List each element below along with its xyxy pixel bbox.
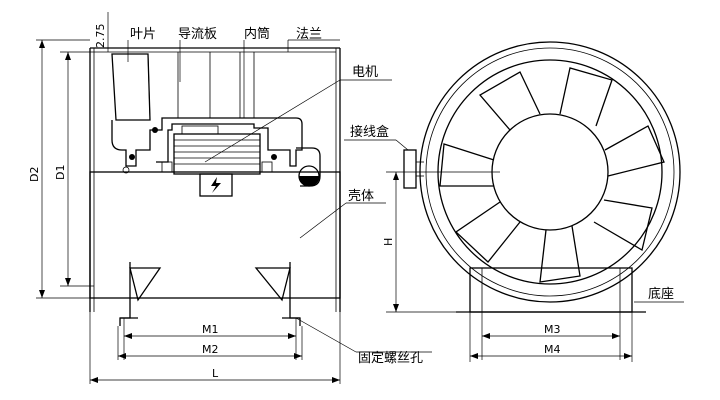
- blade-shape: [111, 53, 151, 121]
- l-arrow-right: [332, 377, 340, 383]
- dim-l: L: [212, 367, 219, 380]
- m3-arrow-right: [612, 333, 620, 339]
- electric-box: [199, 173, 233, 197]
- blade-3: [604, 125, 665, 177]
- m2-arrow-left: [118, 353, 126, 359]
- bolt-marker-1: [152, 127, 158, 133]
- blade-7: [439, 143, 495, 187]
- bell-fill: [299, 176, 319, 186]
- support-right-triangle: [254, 267, 291, 302]
- label-blade: 叶片: [130, 27, 156, 42]
- casing-body: [89, 171, 341, 299]
- dim-m4: M4: [544, 343, 561, 356]
- l-arrow-left: [90, 377, 98, 383]
- blades: [439, 67, 665, 283]
- support-left-triangle: [129, 267, 162, 302]
- blade-2: [559, 67, 613, 127]
- d2-arrow-top: [39, 40, 45, 48]
- support-left-post: [119, 262, 131, 326]
- side-view: [36, 12, 432, 384]
- dim-m2: M2: [202, 343, 219, 356]
- dim-m3: M3: [544, 323, 561, 336]
- inner-tube-outline: [111, 117, 303, 167]
- dim-d1: D1: [54, 165, 67, 180]
- d1-arrow-top: [65, 52, 71, 60]
- m1-arrow-right: [288, 333, 296, 339]
- blade-edge: [147, 53, 151, 121]
- label-flange: 法兰: [296, 27, 322, 42]
- label-fixing-holes: 固定螺丝孔: [358, 351, 423, 366]
- blade-5: [539, 225, 581, 283]
- junction-leader-diag: [395, 139, 409, 151]
- d1-arrow-bottom: [65, 278, 71, 286]
- motor-top-box: [181, 125, 219, 135]
- dim-d2: D2: [28, 167, 41, 182]
- m1-arrow-left: [124, 333, 132, 339]
- h-arrow-top: [393, 172, 399, 180]
- label-guide-vane: 导流板: [178, 27, 217, 42]
- h-arrow-bottom: [393, 304, 399, 312]
- m2-arrow-right: [294, 353, 302, 359]
- support-right-post: [289, 262, 301, 326]
- dim-flange-thickness: 2.75: [94, 24, 107, 49]
- m4-arrow-right: [624, 353, 632, 359]
- casing-leader-diag: [299, 202, 347, 239]
- m4-arrow-left: [470, 353, 478, 359]
- label-inner-tube: 内筒: [244, 26, 270, 42]
- label-casing: 壳体: [348, 189, 374, 204]
- label-base: 底座: [648, 286, 674, 302]
- blade-4: [593, 199, 653, 252]
- hub-circle: [491, 113, 609, 231]
- blade-1: [478, 71, 541, 131]
- lightning-icon: [211, 177, 221, 193]
- front-view: [344, 41, 684, 362]
- labels: 叶片 导流板 内筒 法兰 电机 壳体 固定螺丝孔 接线盒 底座 2.75 D2 …: [28, 24, 674, 381]
- label-junction-box: 接线盒: [350, 124, 389, 140]
- motor-foot-right: [261, 161, 273, 173]
- dim-m1: M1: [202, 323, 219, 336]
- motor-leader-diag: [204, 79, 341, 163]
- dim-h: H: [382, 238, 395, 246]
- bolt-marker-4: [122, 166, 130, 174]
- label-motor: 电机: [352, 65, 378, 80]
- bolt-marker-3: [271, 154, 277, 160]
- junction-box: [403, 149, 417, 189]
- motor-foot-left: [161, 161, 173, 173]
- holes-leader-diag: [295, 317, 357, 353]
- blade-6: [454, 201, 521, 263]
- m3-arrow-left: [482, 333, 490, 339]
- bolt-marker-2: [129, 154, 135, 160]
- inner-tube-bell: [296, 147, 321, 187]
- d2-arrow-bottom: [39, 290, 45, 298]
